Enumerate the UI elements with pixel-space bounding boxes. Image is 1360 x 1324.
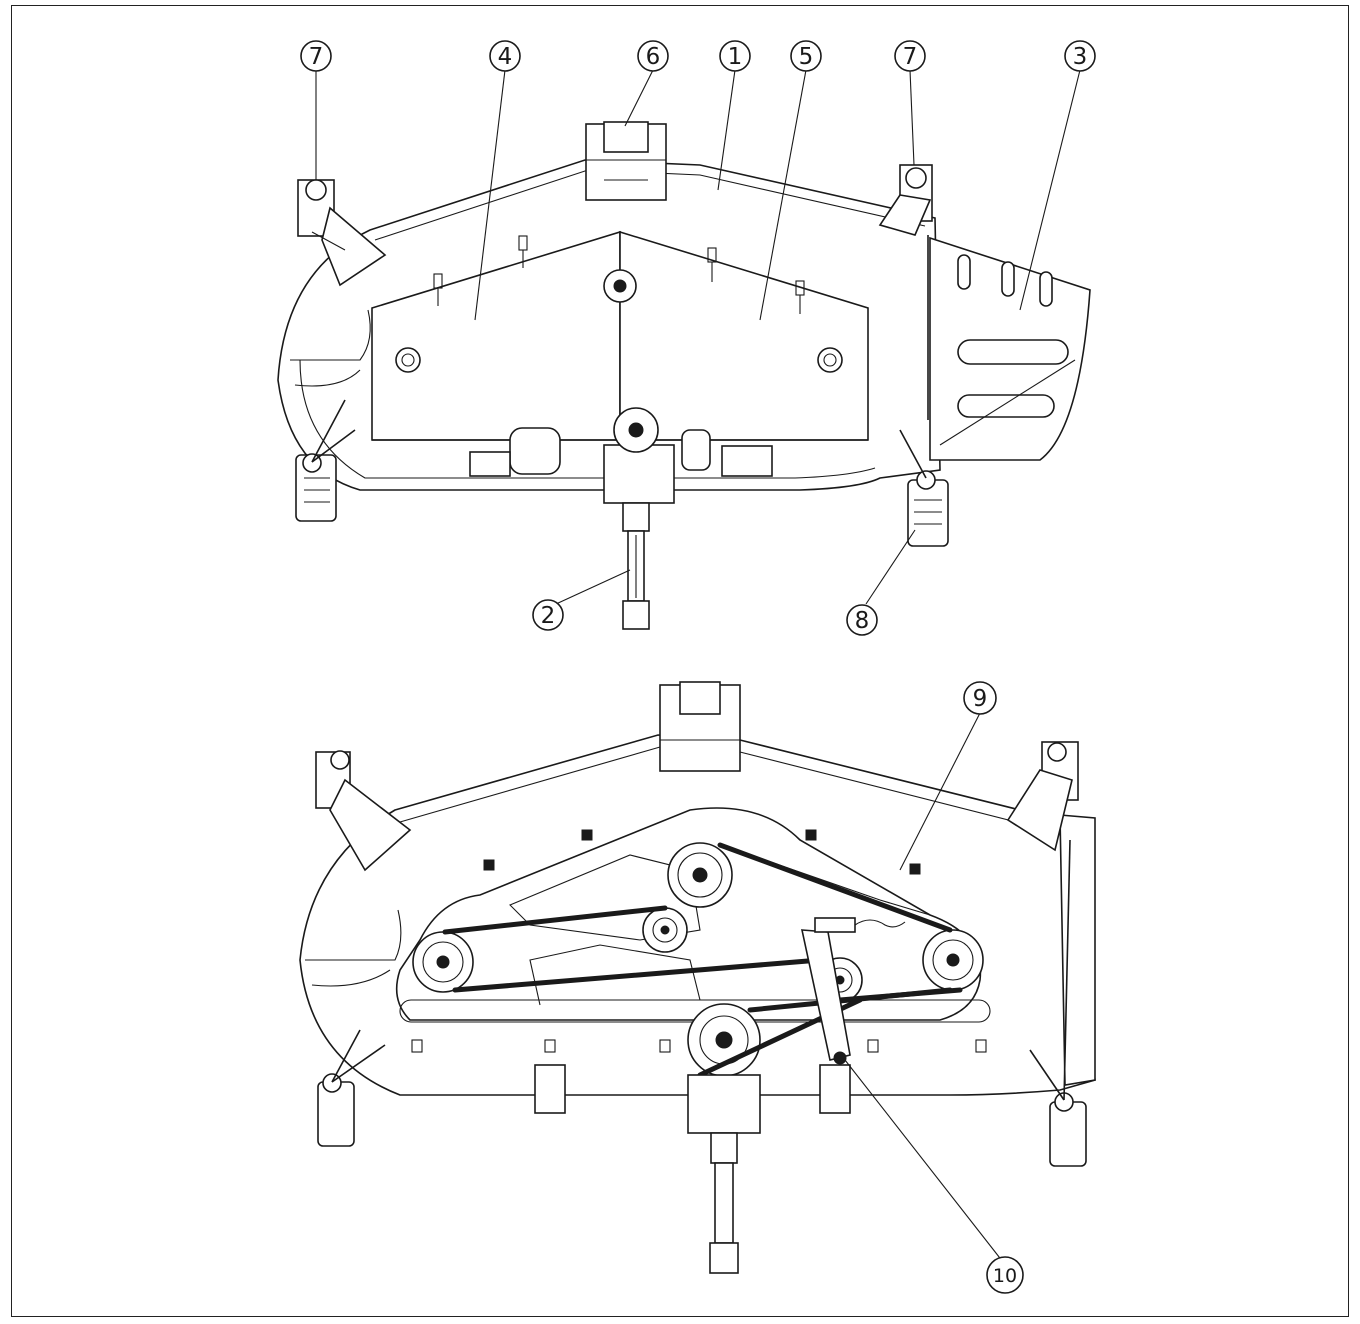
callout-8: 8 <box>846 604 878 636</box>
callout-5: 5 <box>790 40 822 72</box>
callout-9: 9 <box>963 681 997 715</box>
bottom-deck-view: 9 10 <box>299 681 1096 1294</box>
discharge-chute <box>929 236 1091 461</box>
bottom-caster-rear-right <box>1029 839 1087 1167</box>
svg-text:6: 6 <box>646 44 661 70</box>
caster-wheel-front-left <box>297 179 387 287</box>
svg-text:10: 10 <box>993 1265 1017 1287</box>
svg-text:8: 8 <box>855 608 870 634</box>
pulley-left <box>412 931 474 993</box>
callout-1: 1 <box>719 40 751 72</box>
bottom-caster-rear-left <box>317 1029 386 1147</box>
callout-7a: 7 <box>300 40 332 72</box>
svg-text:9: 9 <box>973 686 988 712</box>
svg-text:3: 3 <box>1073 44 1088 70</box>
pulley-right <box>922 929 984 991</box>
svg-text:7: 7 <box>903 44 918 70</box>
belt-tensioner <box>800 917 906 1065</box>
callout-3: 3 <box>1064 40 1096 72</box>
svg-text:4: 4 <box>498 44 513 70</box>
idler-pulley-upper <box>642 907 688 953</box>
front-coupler <box>585 121 667 201</box>
svg-text:7: 7 <box>309 44 324 70</box>
callout-10: 10 <box>986 1256 1024 1294</box>
caster-wheel-front-right <box>878 164 933 236</box>
pulley-center-top <box>667 842 733 908</box>
svg-text:2: 2 <box>541 603 556 629</box>
callout-4: 4 <box>489 40 521 72</box>
caster-wheel-rear-left <box>295 399 356 522</box>
gearbox-and-pto-shaft <box>603 407 675 630</box>
bottom-caster-front-left <box>315 750 412 872</box>
svg-text:5: 5 <box>799 44 814 70</box>
caster-wheel-rear-right <box>899 429 949 547</box>
callout-2: 2 <box>532 599 564 631</box>
callout-7b: 7 <box>894 40 926 72</box>
svg-text:1: 1 <box>728 44 743 70</box>
callout-6: 6 <box>637 40 669 72</box>
top-deck-view: 7 4 6 1 5 7 3 2 8 <box>277 40 1096 636</box>
bottom-caster-front-right <box>1006 741 1079 852</box>
